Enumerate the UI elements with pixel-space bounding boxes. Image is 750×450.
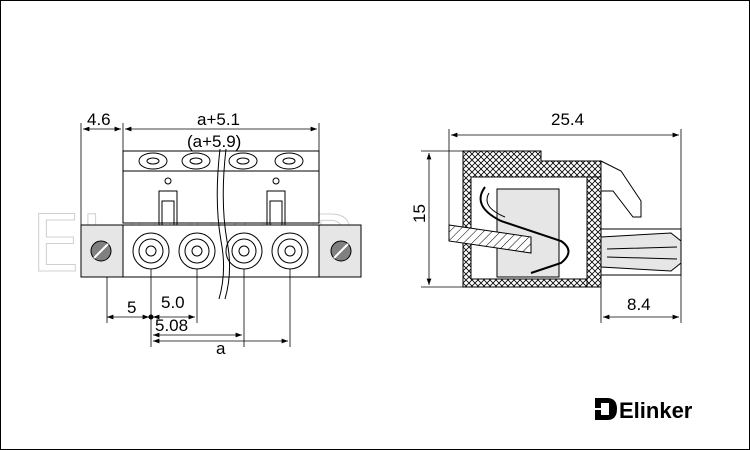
dim-top-width: a+5.1 — [197, 110, 240, 129]
front-dimensions — [80, 123, 320, 347]
dim-length-a: a — [216, 339, 226, 358]
flange-screw-left — [90, 240, 112, 262]
top-screw-heads — [138, 152, 304, 170]
break-line — [222, 148, 231, 300]
dim-pitch-b: 5.08 — [155, 316, 188, 335]
brand-mark-icon — [595, 398, 617, 420]
dim-top-left: 4.6 — [87, 110, 111, 129]
brand-logo: Elinker — [595, 398, 693, 423]
flange-screw-right — [330, 240, 352, 262]
front-view — [80, 148, 362, 300]
datum-point — [148, 314, 154, 320]
side-dimensions — [421, 129, 682, 323]
dim-pitch-a: 5.0 — [161, 293, 185, 312]
dim-side-height: 15 — [410, 204, 429, 223]
dim-top-width-alt: (a+5.9) — [187, 132, 241, 151]
dim-side-length: 25.4 — [551, 110, 584, 129]
brand-name: Elinker — [619, 398, 693, 423]
dim-side-depth: 8.4 — [627, 295, 651, 314]
dim-bottom-left: 5 — [127, 298, 136, 317]
side-view — [448, 150, 682, 288]
